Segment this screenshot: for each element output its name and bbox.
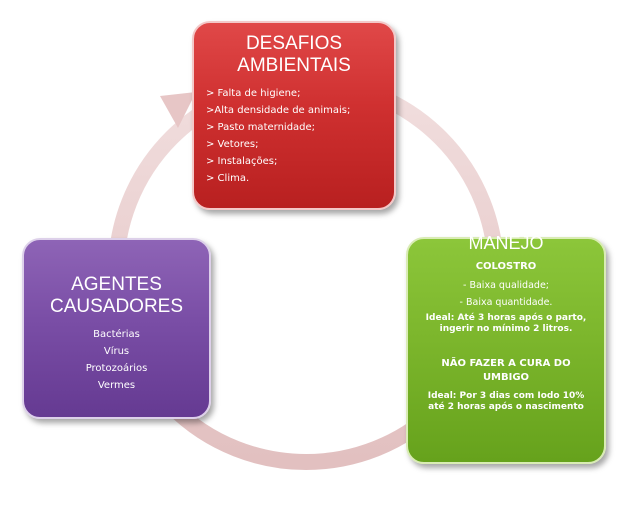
agentes-title: AGENTES CAUSADORES bbox=[24, 274, 209, 318]
manejo-box: MANEJO COLOSTRO - Baixa qualidade; - Bai… bbox=[406, 233, 606, 464]
list-item: > Clima. bbox=[206, 173, 250, 184]
list-item: Protozoários bbox=[85, 363, 148, 374]
colostro-ideal-line1: Ideal: Até 3 horas após o parto, bbox=[425, 313, 587, 323]
cycle-arrowhead bbox=[160, 92, 196, 128]
desafios-ambientais-box: DESAFIOS AMBIENTAIS > Falta de higiene; … bbox=[192, 21, 396, 210]
colostro-title: COLOSTRO bbox=[475, 261, 537, 272]
colostro-item: - Baixa quantidade. bbox=[459, 297, 553, 308]
agentes-causadores-box: AGENTES CAUSADORES Bactérias Vírus Proto… bbox=[22, 238, 211, 419]
umbigo-title-line1: NÃO FAZER A CURA DO bbox=[441, 358, 571, 369]
manejo-title: MANEJO bbox=[468, 233, 544, 253]
agentes-title-line1: AGENTES bbox=[71, 274, 162, 295]
umbigo-ideal-line1: Ideal: Por 3 dias com Iodo 10% bbox=[427, 391, 585, 401]
desafios-title-line2: AMBIENTAIS bbox=[237, 55, 351, 76]
list-item: >Alta densidade de animais; bbox=[206, 105, 351, 116]
agentes-list: Bactérias Vírus Protozoários Vermes bbox=[24, 326, 209, 394]
colostro-item: - Baixa qualidade; bbox=[463, 280, 549, 291]
list-item: > Vetores; bbox=[206, 139, 259, 150]
agentes-title-line2: CAUSADORES bbox=[49, 296, 184, 317]
list-item: Bactérias bbox=[93, 329, 140, 340]
colostro-ideal-line2: ingerir no mínimo 2 litros. bbox=[439, 324, 573, 334]
desafios-list: > Falta de higiene; >Alta densidade de a… bbox=[194, 85, 394, 187]
list-item: Vermes bbox=[97, 380, 136, 391]
list-item: Vírus bbox=[103, 346, 130, 357]
umbigo-title-line2: UMBIGO bbox=[482, 372, 530, 383]
umbigo-ideal-line2: até 2 horas após o nascimento bbox=[428, 402, 584, 412]
list-item: > Pasto maternidade; bbox=[206, 122, 316, 133]
desafios-title: DESAFIOS AMBIENTAIS bbox=[194, 33, 394, 77]
list-item: > Instalações; bbox=[206, 156, 278, 167]
list-item: > Falta de higiene; bbox=[206, 88, 301, 99]
desafios-title-line1: DESAFIOS bbox=[245, 33, 343, 54]
